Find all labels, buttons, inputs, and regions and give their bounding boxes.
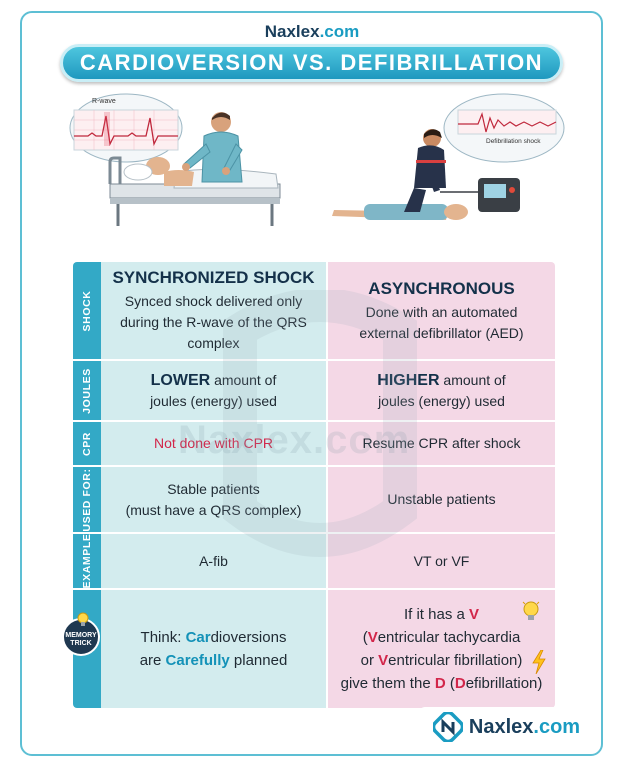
higher-amount-text: amount of [439, 371, 506, 388]
page-title: CARDIOVERSION VS. DEFIBRILLATION [60, 44, 563, 82]
row-label-shock: SHOCK [73, 262, 101, 361]
cardioversion-illustration: R-wave [66, 92, 286, 232]
table-row-used-for: USED FOR: Stable patients (must have a Q… [73, 467, 555, 534]
badge-lightbulb-icon [77, 612, 89, 626]
table-row-shock: SHOCK SYNCHRONIZED SHOCK Synced shock de… [73, 262, 555, 361]
cardioversion-cpr-cell: Not done with CPR [101, 422, 328, 467]
watermark-text: Naxlex.com [178, 418, 411, 462]
brand-domain: .com [319, 22, 360, 41]
asynchronous-text: Done with an automated external defibril… [359, 303, 524, 341]
lower-joules-text: joules (energy) used [150, 392, 277, 409]
cardioversion-joules-cell: LOWER amount of joules (energy) used [101, 361, 328, 422]
row-label-used-for: USED FOR: [73, 467, 101, 534]
cardioversion-example-cell: A-fib [101, 534, 328, 590]
resume-cpr-text: Resume CPR after shock [362, 435, 521, 451]
table-row-memory-trick: Think: Cardioversions are Carefully plan… [73, 590, 555, 708]
defibrillation-shock-label: Defibrillation shock [486, 138, 541, 145]
higher-text: HIGHER [377, 371, 440, 389]
table-row-cpr: CPR Not done with CPR Resume CPR after s… [73, 422, 555, 467]
defibrillation-used-for-cell: Unstable patients [328, 467, 555, 534]
no-cpr-text: Not done with CPR [153, 435, 274, 451]
stable-patients-text: Stable patients [167, 480, 260, 497]
unstable-patients-text: Unstable patients [387, 491, 496, 507]
brand-footer[interactable]: Naxlex.com [419, 707, 594, 747]
defibrillation-example-cell: VT or VF [328, 534, 555, 590]
row-label-example: EXAMPLE [73, 534, 101, 590]
footer-brand-name: Naxlex [468, 715, 534, 738]
cardioversion-used-for-cell: Stable patients (must have a QRS complex… [101, 467, 328, 534]
defibrillation-illustration: Defibrillation shock [328, 92, 568, 232]
memory-trick-badge: MEMORY TRICK [62, 612, 100, 656]
synchronized-shock-heading: SYNCHRONIZED SHOCK [112, 268, 315, 287]
footer-brand-domain: .com [533, 715, 581, 738]
r-wave-label: R-wave [92, 98, 116, 105]
brand-name: Naxlex [264, 22, 320, 41]
cardioversion-memory-cell: Think: Cardioversions are Carefully plan… [101, 590, 328, 708]
naxlex-logo-icon [432, 712, 463, 742]
lightbulb-icon [521, 600, 541, 629]
defibrillation-memory-cell: If it has a V (Ventricular tachycardia o… [328, 590, 555, 708]
qrs-requirement-text: (must have a QRS complex) [125, 501, 302, 518]
defibrillation-joules-cell: HIGHER amount of joules (energy) used [328, 361, 555, 422]
memory-label: MEMORY [65, 632, 97, 639]
lower-amount-text: amount of [210, 371, 277, 388]
defibrillation-cpr-cell: Resume CPR after shock [328, 422, 555, 467]
cardioversion-shock-cell: SYNCHRONIZED SHOCK Synced shock delivere… [101, 262, 328, 361]
afib-text: A-fib [199, 552, 228, 569]
table-row-joules: JOULES LOWER amount of joules (energy) u… [73, 361, 555, 422]
higher-joules-text: joules (energy) used [378, 392, 505, 409]
lightning-icon [531, 649, 547, 679]
brand-header: Naxlex.com [0, 22, 624, 42]
vt-vf-text: VT or VF [413, 552, 470, 569]
asynchronous-heading: ASYNCHRONOUS [368, 278, 515, 298]
synchronized-shock-text: Synced shock delivered only during the R… [120, 293, 307, 351]
lower-text: LOWER [150, 371, 211, 389]
row-label-cpr: CPR [73, 422, 101, 467]
table-row-example: EXAMPLE A-fib VT or VF [73, 534, 555, 590]
trick-label: TRICK [70, 640, 92, 647]
defibrillation-shock-cell: ASYNCHRONOUS Done with an automated exte… [328, 262, 555, 361]
comparison-table: SHOCK SYNCHRONIZED SHOCK Synced shock de… [73, 262, 555, 708]
row-label-joules: JOULES [73, 361, 101, 422]
